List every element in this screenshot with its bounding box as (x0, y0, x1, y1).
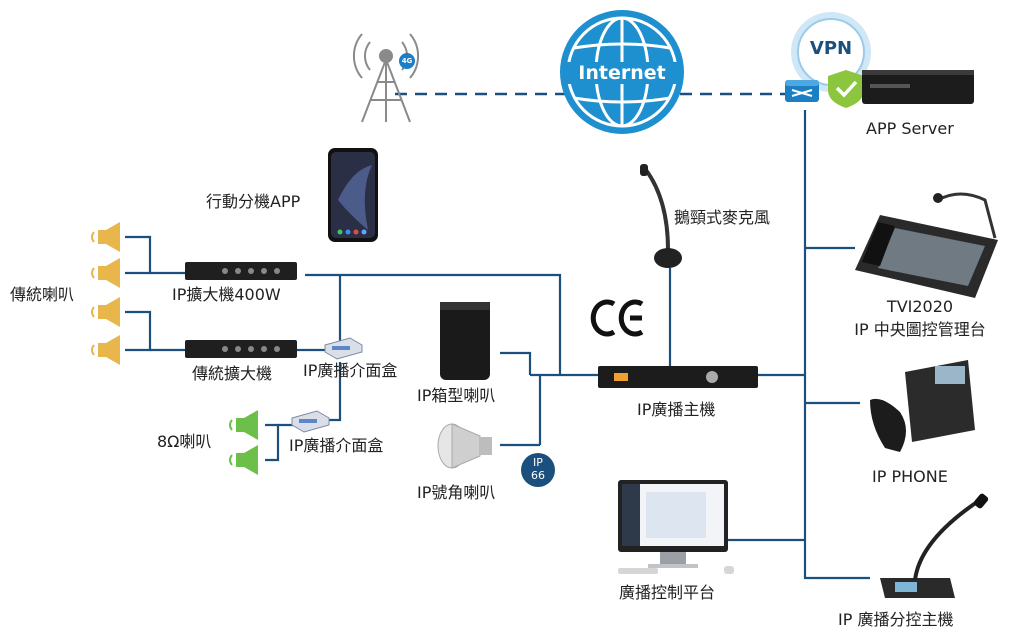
speaker-icon (98, 297, 120, 327)
box-speaker-icon (440, 302, 490, 380)
traditional-speaker-icons (98, 222, 120, 365)
vpn-badge: VPN (809, 38, 853, 59)
speaker-icon (98, 258, 120, 288)
ip-horn-speaker-label: IP號角喇叭 (417, 483, 496, 502)
mobile-app-label: 行動分機APP (206, 192, 301, 211)
eight-ohm-speaker-icons (236, 410, 258, 475)
ce-mark-icon (590, 299, 644, 337)
interface-box-icon (291, 410, 330, 433)
console-icon (855, 192, 998, 298)
tvi-label-line2: IP 中央圖控管理台 (854, 320, 986, 339)
speaker-icon (236, 410, 258, 440)
ip66-badge-bg (521, 453, 555, 487)
speaker-wave-marks (91, 231, 95, 356)
microphone-icon (640, 164, 682, 268)
wifi-tower-icon (352, 33, 420, 123)
network-switch-icon (785, 80, 819, 102)
ip-host-label: IP廣播主機 (637, 400, 716, 419)
horn-speaker-icon (437, 423, 492, 469)
gooseneck-mic-label: 鵝頸式麥克風 (674, 208, 771, 227)
vpn-shield-icon (791, 12, 871, 108)
interface-box-icon (324, 337, 363, 360)
smartphone-icon (328, 148, 378, 242)
traditional-speaker-label: 傳統喇叭 (10, 285, 75, 304)
internet-globe-icon (560, 10, 684, 134)
server-icon (862, 70, 974, 104)
speaker-icon (98, 335, 120, 365)
desk-mic-icon (880, 493, 989, 598)
connection-lines (125, 110, 870, 580)
ip66-badge-line2: 66 (531, 469, 545, 482)
ip-phone-label: IP PHONE (872, 467, 948, 486)
eight-ohm-speaker-label: 8Ω喇叭 (157, 432, 212, 451)
ip-box-speaker-label: IP箱型喇叭 (417, 386, 496, 405)
speaker-icon (98, 222, 120, 252)
sub-host-label: IP 廣播分控主機 (838, 610, 954, 629)
monitor-icon (618, 480, 734, 574)
traditional-amp-label: 傳統擴大機 (192, 364, 273, 383)
amplifier-icon (185, 262, 297, 280)
phone-icon (870, 360, 975, 452)
app-server-label: APP Server (866, 119, 954, 138)
green-wave-marks (229, 419, 233, 466)
control-platform-label: 廣播控制平台 (619, 583, 716, 602)
ip-amp-label: IP擴大機400W (172, 285, 281, 304)
speaker-icon (236, 445, 258, 475)
tower-4g-badge: 4G (401, 57, 413, 65)
ip-interface-box-label-2: IP廣播介面盒 (289, 436, 384, 455)
tvi-label-line1: TVI2020 (886, 297, 954, 316)
host-unit-icon (598, 366, 758, 388)
ip-interface-box-label-1: IP廣播介面盒 (303, 361, 398, 380)
internet-badge: Internet (578, 62, 666, 84)
amplifier-icon (185, 340, 297, 358)
tower-4g-badge-bg (399, 53, 415, 69)
ip66-badge-line1: IP (533, 456, 543, 469)
